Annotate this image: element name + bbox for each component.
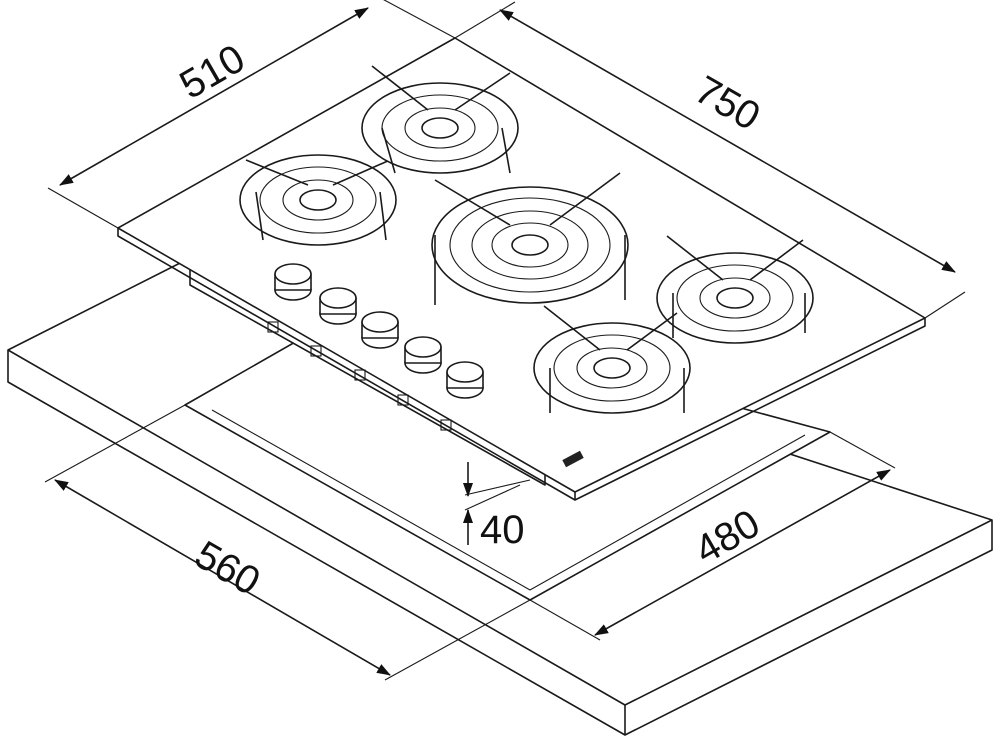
fixing-clips [267, 321, 452, 431]
dimension-label-510: 510 [173, 36, 253, 107]
dimension-label-560: 560 [188, 533, 268, 604]
knob-4 [404, 336, 442, 374]
knob-5 [446, 361, 484, 399]
control-knobs [274, 263, 484, 399]
dimension-label-40: 40 [480, 508, 525, 552]
burner-rear-left [239, 154, 397, 246]
dimension-build-in-height: 40 [463, 462, 531, 552]
burner-rear-center [361, 65, 519, 174]
knob-3 [361, 311, 399, 349]
brand-logo [562, 450, 584, 468]
burner-front [533, 305, 691, 414]
knob-1 [274, 263, 312, 301]
dimension-label-750: 750 [688, 68, 768, 139]
knob-2 [319, 287, 357, 325]
